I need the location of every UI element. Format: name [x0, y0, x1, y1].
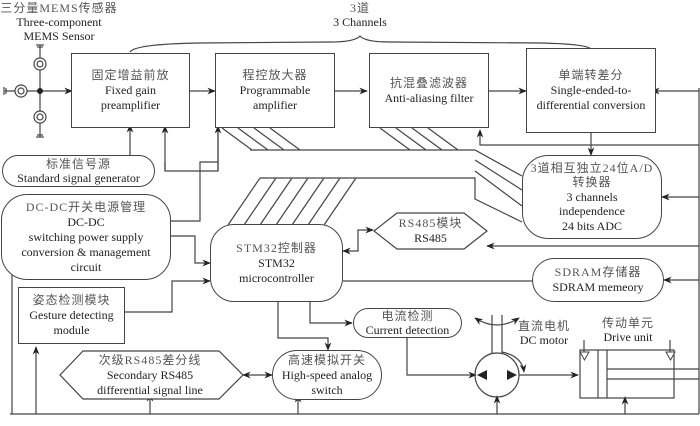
dcdc-en2: switching power supply [28, 229, 144, 244]
rs485-2-en2: differential signal line [97, 382, 203, 397]
adc-zh: 3道相互独立24位A/D [530, 160, 654, 175]
dcdc-zh: DC-DC开关电源管理 [25, 199, 147, 214]
rs485-en1: RS485 [414, 231, 447, 245]
gesture-zh: 姿态检测模块 [32, 293, 111, 307]
sdram-zh: SDRAM存储器 [554, 265, 642, 279]
se2diff-block: 单端转差分 Single-ended-to- differential conv… [526, 48, 656, 133]
adc-zh2: 转换器 [572, 175, 612, 190]
se2diff-zh: 单端转差分 [558, 68, 624, 82]
dcdc-en4: circuit [70, 259, 102, 274]
adc-en1: 3 channels [566, 189, 618, 204]
rs485-secondary-block: 次级RS485差分线 Secondary RS485 differential … [80, 350, 220, 400]
pga-en1: Programmable [239, 83, 311, 97]
pga-block: 程控放大器 Programmable amplifier [215, 53, 335, 128]
switch-en2: switch [311, 382, 343, 397]
rs485-2-en1: Secondary RS485 [106, 367, 194, 382]
preamp-en2: preamplifier [100, 98, 161, 112]
rs485-hexagon-shape [373, 212, 488, 250]
adc-block: 3道相互独立24位A/D 转换器 3 channels independence… [522, 155, 662, 239]
mcu-en1: STM32 [258, 255, 295, 270]
drive-zh: 传动单元 [601, 316, 654, 330]
mcu-zh: STM32控制器 [236, 240, 317, 255]
sensor-label-en1: Three-component [16, 15, 102, 29]
aaf-zh: 抗混叠滤波器 [389, 75, 468, 90]
se2diff-en2: differential conversion [536, 98, 646, 112]
pga-zh: 程控放大器 [242, 68, 308, 82]
pga-en2: amplifier [253, 98, 297, 112]
dcdc-en3: conversion & management [21, 244, 151, 259]
preamp-block: 固定增益前放 Fixed gain preamplifier [71, 53, 190, 128]
dcdc-block: DC-DC开关电源管理 DC-DC switching power supply… [1, 194, 171, 280]
aaf-en1: Anti-aliasing filter [384, 90, 474, 105]
current-zh: 电流检测 [381, 309, 434, 323]
current-detection-block: 电流检测 Current detection [353, 308, 462, 338]
sdram-en1: SDRAM memeory [552, 280, 644, 294]
motor-zh: 直流电机 [517, 319, 570, 333]
mcu-en2: microcontroller [239, 270, 314, 285]
sensor-label: 三分量MEMS传感器 Three-component MEMS Sensor [0, 1, 118, 43]
switch-en1: High-speed analog [281, 367, 373, 382]
motor-en1: DC motor [519, 333, 569, 347]
switch-zh: 高速模拟开关 [287, 352, 366, 367]
channels-label-en: 3 Channels [333, 15, 387, 29]
dcdc-en1: DC-DC [67, 214, 105, 229]
rs485-block: RS485模块 RS485 [385, 212, 476, 250]
preamp-zh: 固定增益前放 [91, 68, 170, 82]
mcu-block: STM32控制器 STM32 microcontroller [210, 224, 343, 302]
channels-brace [129, 35, 593, 53]
motor-label: 直流电机 DC motor [514, 319, 574, 347]
sensor-label-en2: MEMS Sensor [23, 29, 95, 43]
drive-en1: Drive unit [603, 330, 653, 344]
channels-label: 3道 3 Channels [320, 1, 400, 29]
gesture-en2: module [53, 323, 90, 337]
switch-block: 高速模拟开关 High-speed analog switch [272, 350, 382, 400]
sensor-label-zh: 三分量MEMS传感器 [0, 1, 118, 15]
current-en1: Current detection [365, 323, 450, 337]
siggen-zh: 标准信号源 [45, 157, 111, 171]
channels-label-zh: 3道 [349, 1, 370, 15]
rs485-zh: RS485模块 [398, 216, 463, 230]
drive-unit-label: 传动单元 Drive unit [598, 316, 658, 344]
gesture-en1: Gesture detecting [29, 308, 114, 322]
rs485-2-zh: 次级RS485差分线 [98, 352, 202, 367]
se2diff-en1: Single-ended-to- [550, 83, 632, 97]
drive-unit-cylinder [579, 349, 675, 399]
adc-en3: 24 bits ADC [561, 218, 622, 233]
adc-en2: independence [559, 204, 625, 219]
preamp-en1: Fixed gain [105, 83, 156, 97]
rs485-secondary-hexagon-shape [59, 350, 244, 400]
aaf-block: 抗混叠滤波器 Anti-aliasing filter [369, 53, 489, 128]
gesture-block: 姿态检测模块 Gesture detecting module [18, 287, 125, 344]
sdram-block: SDRAM存储器 SDRAM memeory [532, 258, 664, 302]
siggen-en1: Standard signal generator [17, 171, 140, 185]
siggen-block: 标准信号源 Standard signal generator [2, 155, 155, 187]
